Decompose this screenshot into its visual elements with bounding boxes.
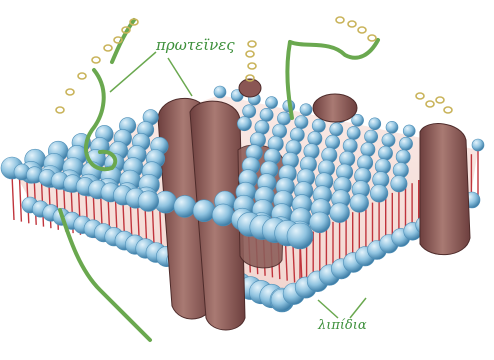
lipids-label: λιπίδια — [318, 318, 367, 333]
lipid-head — [138, 191, 159, 212]
lipid-head — [312, 119, 325, 132]
lipid-head — [361, 142, 375, 156]
lipid-head — [237, 117, 251, 131]
sugar-unit — [358, 27, 366, 33]
sugar-unit — [444, 107, 452, 113]
lipid-head — [330, 123, 343, 136]
lipid-head — [266, 97, 278, 109]
sugar-unit — [78, 73, 86, 79]
lipid-head — [277, 112, 290, 125]
lipid-head — [347, 126, 360, 139]
lipid-tail — [12, 174, 14, 220]
sugar-unit — [368, 35, 376, 41]
lipid-head — [378, 146, 392, 160]
lipid-head — [369, 118, 381, 130]
lipid-head — [214, 86, 226, 98]
sugar-unit — [248, 41, 256, 47]
lipid-head — [391, 176, 407, 192]
sugar-unit — [336, 17, 344, 23]
lipid-head — [350, 194, 369, 213]
lipid-head — [382, 134, 395, 147]
lipid-head — [295, 116, 308, 129]
lipid-head — [326, 135, 340, 149]
sugar-unit — [426, 101, 434, 107]
lipid-head — [174, 195, 196, 217]
lipid-head — [212, 204, 234, 226]
lipid-head — [396, 150, 410, 164]
sugar-unit — [56, 107, 64, 113]
lipid-head — [370, 185, 388, 203]
sugar-unit — [104, 45, 112, 51]
lipid-head — [472, 139, 484, 151]
lipid-head — [287, 223, 313, 249]
lipid-head — [386, 121, 398, 133]
lipid-head — [193, 200, 215, 222]
sugar-unit — [248, 63, 256, 69]
lipid-head — [403, 125, 415, 137]
lipid-head — [399, 137, 412, 150]
sugar-unit — [246, 51, 254, 57]
lipid-head — [343, 139, 357, 153]
sugar-unit — [66, 89, 74, 95]
lipid-head — [243, 105, 256, 118]
lipid-head — [260, 108, 273, 121]
sugar-unit — [92, 57, 100, 63]
lipid-head — [365, 130, 378, 143]
proteins-label: πρωτεϊνες — [156, 36, 235, 54]
sugar-unit — [416, 93, 424, 99]
lipid-head — [330, 203, 350, 223]
sugar-unit — [348, 21, 356, 27]
lipid-head — [300, 104, 312, 116]
lipid-head — [309, 212, 330, 233]
integral-protein-right — [420, 124, 470, 255]
sugar-unit — [436, 97, 444, 103]
